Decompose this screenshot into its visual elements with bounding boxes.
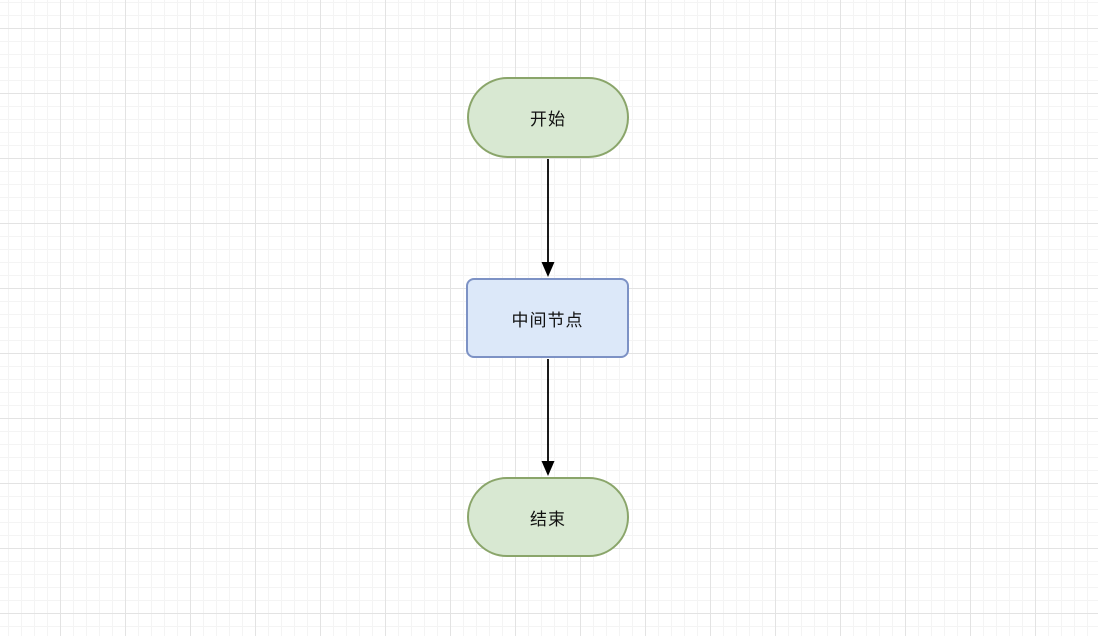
node-middle[interactable]: 中间节点 [466,278,629,358]
node-middle-label: 中间节点 [511,310,584,330]
node-start-label: 开始 [530,110,566,129]
arrow-middle-to-end[interactable] [541,359,555,476]
node-end-label: 结束 [530,509,566,529]
arrowhead-icon [541,461,555,476]
node-end[interactable]: 结束 [467,477,629,557]
node-start[interactable]: 开始 [467,77,629,158]
arrowhead-icon [541,262,555,277]
arrow-start-to-middle[interactable] [541,159,555,277]
